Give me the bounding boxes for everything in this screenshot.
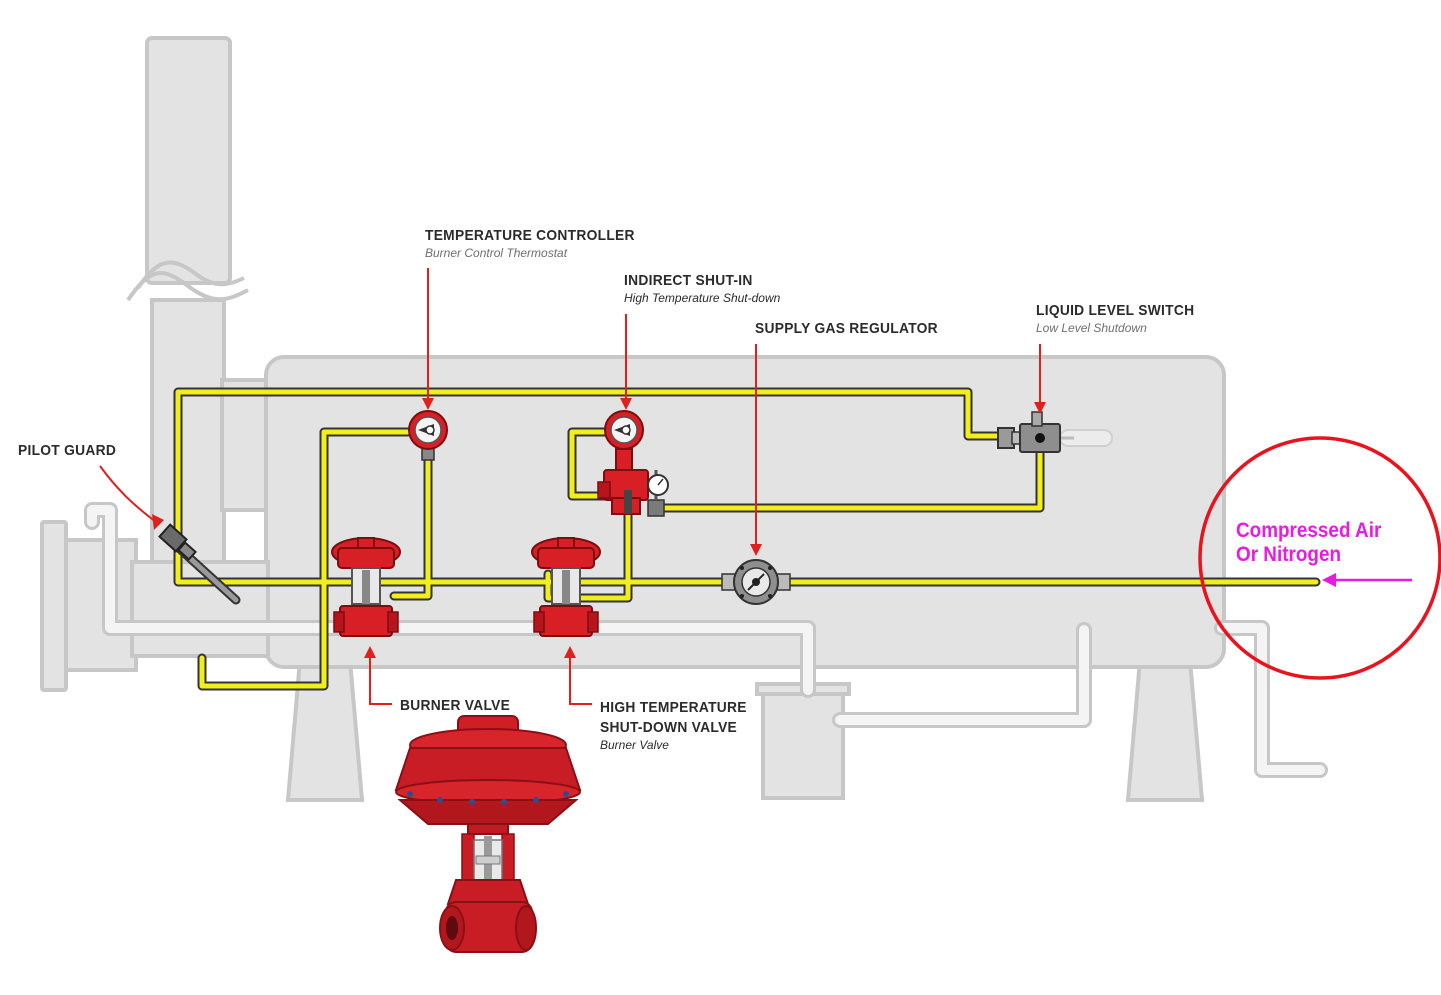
label-pilot-guard: PILOT GUARD <box>18 442 125 459</box>
high-temp-valve-title-line1: HIGH TEMPERATURE <box>600 699 747 716</box>
high-temp-shutdown-valve-symbol <box>531 537 601 637</box>
firebox-flange <box>40 520 68 692</box>
stack-break-2 <box>136 260 245 290</box>
indirect-shut-in-subtitle: High Temperature Shut-down <box>624 291 781 305</box>
label-indirect-shut-in: INDIRECT SHUT-IN High Temperature Shut-d… <box>624 272 780 305</box>
drain-box <box>761 692 845 800</box>
label-temperature-controller: TEMPERATURE CONTROLLER Burner Control Th… <box>425 227 653 260</box>
indirect-shut-in-title: INDIRECT SHUT-IN <box>624 272 753 289</box>
supply-gas-regulator-device <box>721 559 791 605</box>
high-temp-valve-subtitle: Burner Valve <box>600 738 669 752</box>
label-supply-gas-regulator: SUPPLY GAS REGULATOR <box>755 320 954 337</box>
pilot-guard-device <box>158 523 241 605</box>
burner-valve-photo <box>394 715 582 953</box>
exhaust-stack <box>145 36 232 285</box>
indirect-shut-in-device <box>597 410 669 517</box>
burner-valve-title: BURNER VALVE <box>400 697 511 714</box>
high-temp-valve-title-line2: SHUT-DOWN VALVE <box>600 719 738 736</box>
temperature-controller-title: TEMPERATURE CONTROLLER <box>425 227 635 244</box>
pointer-lines <box>99 268 1041 705</box>
white-piping <box>84 502 1328 778</box>
burner-valve-symbol <box>331 537 401 637</box>
firebox-box <box>64 538 138 672</box>
callout-line2: Or Nitrogen <box>1236 543 1342 566</box>
callout-line1: Compressed Air <box>1236 519 1382 542</box>
label-liquid-level-switch: LIQUID LEVEL SWITCH Low Level Shutdown <box>1036 302 1208 335</box>
callout-text: Compressed Air Or Nitrogen <box>1236 519 1381 567</box>
temperature-controller-gauge <box>408 410 448 461</box>
pilot-guard-title: PILOT GUARD <box>18 442 117 459</box>
vessel-leg-right <box>1125 658 1205 802</box>
pointer-arrowheads <box>152 398 1046 658</box>
liquid-level-switch-subtitle: Low Level Shutdown <box>1036 321 1147 335</box>
supply-gas-regulator-title: SUPPLY GAS REGULATOR <box>755 320 938 337</box>
temperature-controller-subtitle: Burner Control Thermostat <box>425 246 568 260</box>
compressed-air-callout <box>1198 436 1441 680</box>
exhaust-stack-lower <box>150 298 226 572</box>
label-burner-valve: BURNER VALVE <box>400 697 520 714</box>
stack-base-block <box>220 378 274 512</box>
liquid-level-switch-device <box>997 411 1113 453</box>
label-high-temp-valve: HIGH TEMPERATURE SHUT-DOWN VALVE Burner … <box>600 699 760 752</box>
firebox-connector <box>130 560 270 658</box>
liquid-level-switch-title: LIQUID LEVEL SWITCH <box>1036 302 1195 319</box>
